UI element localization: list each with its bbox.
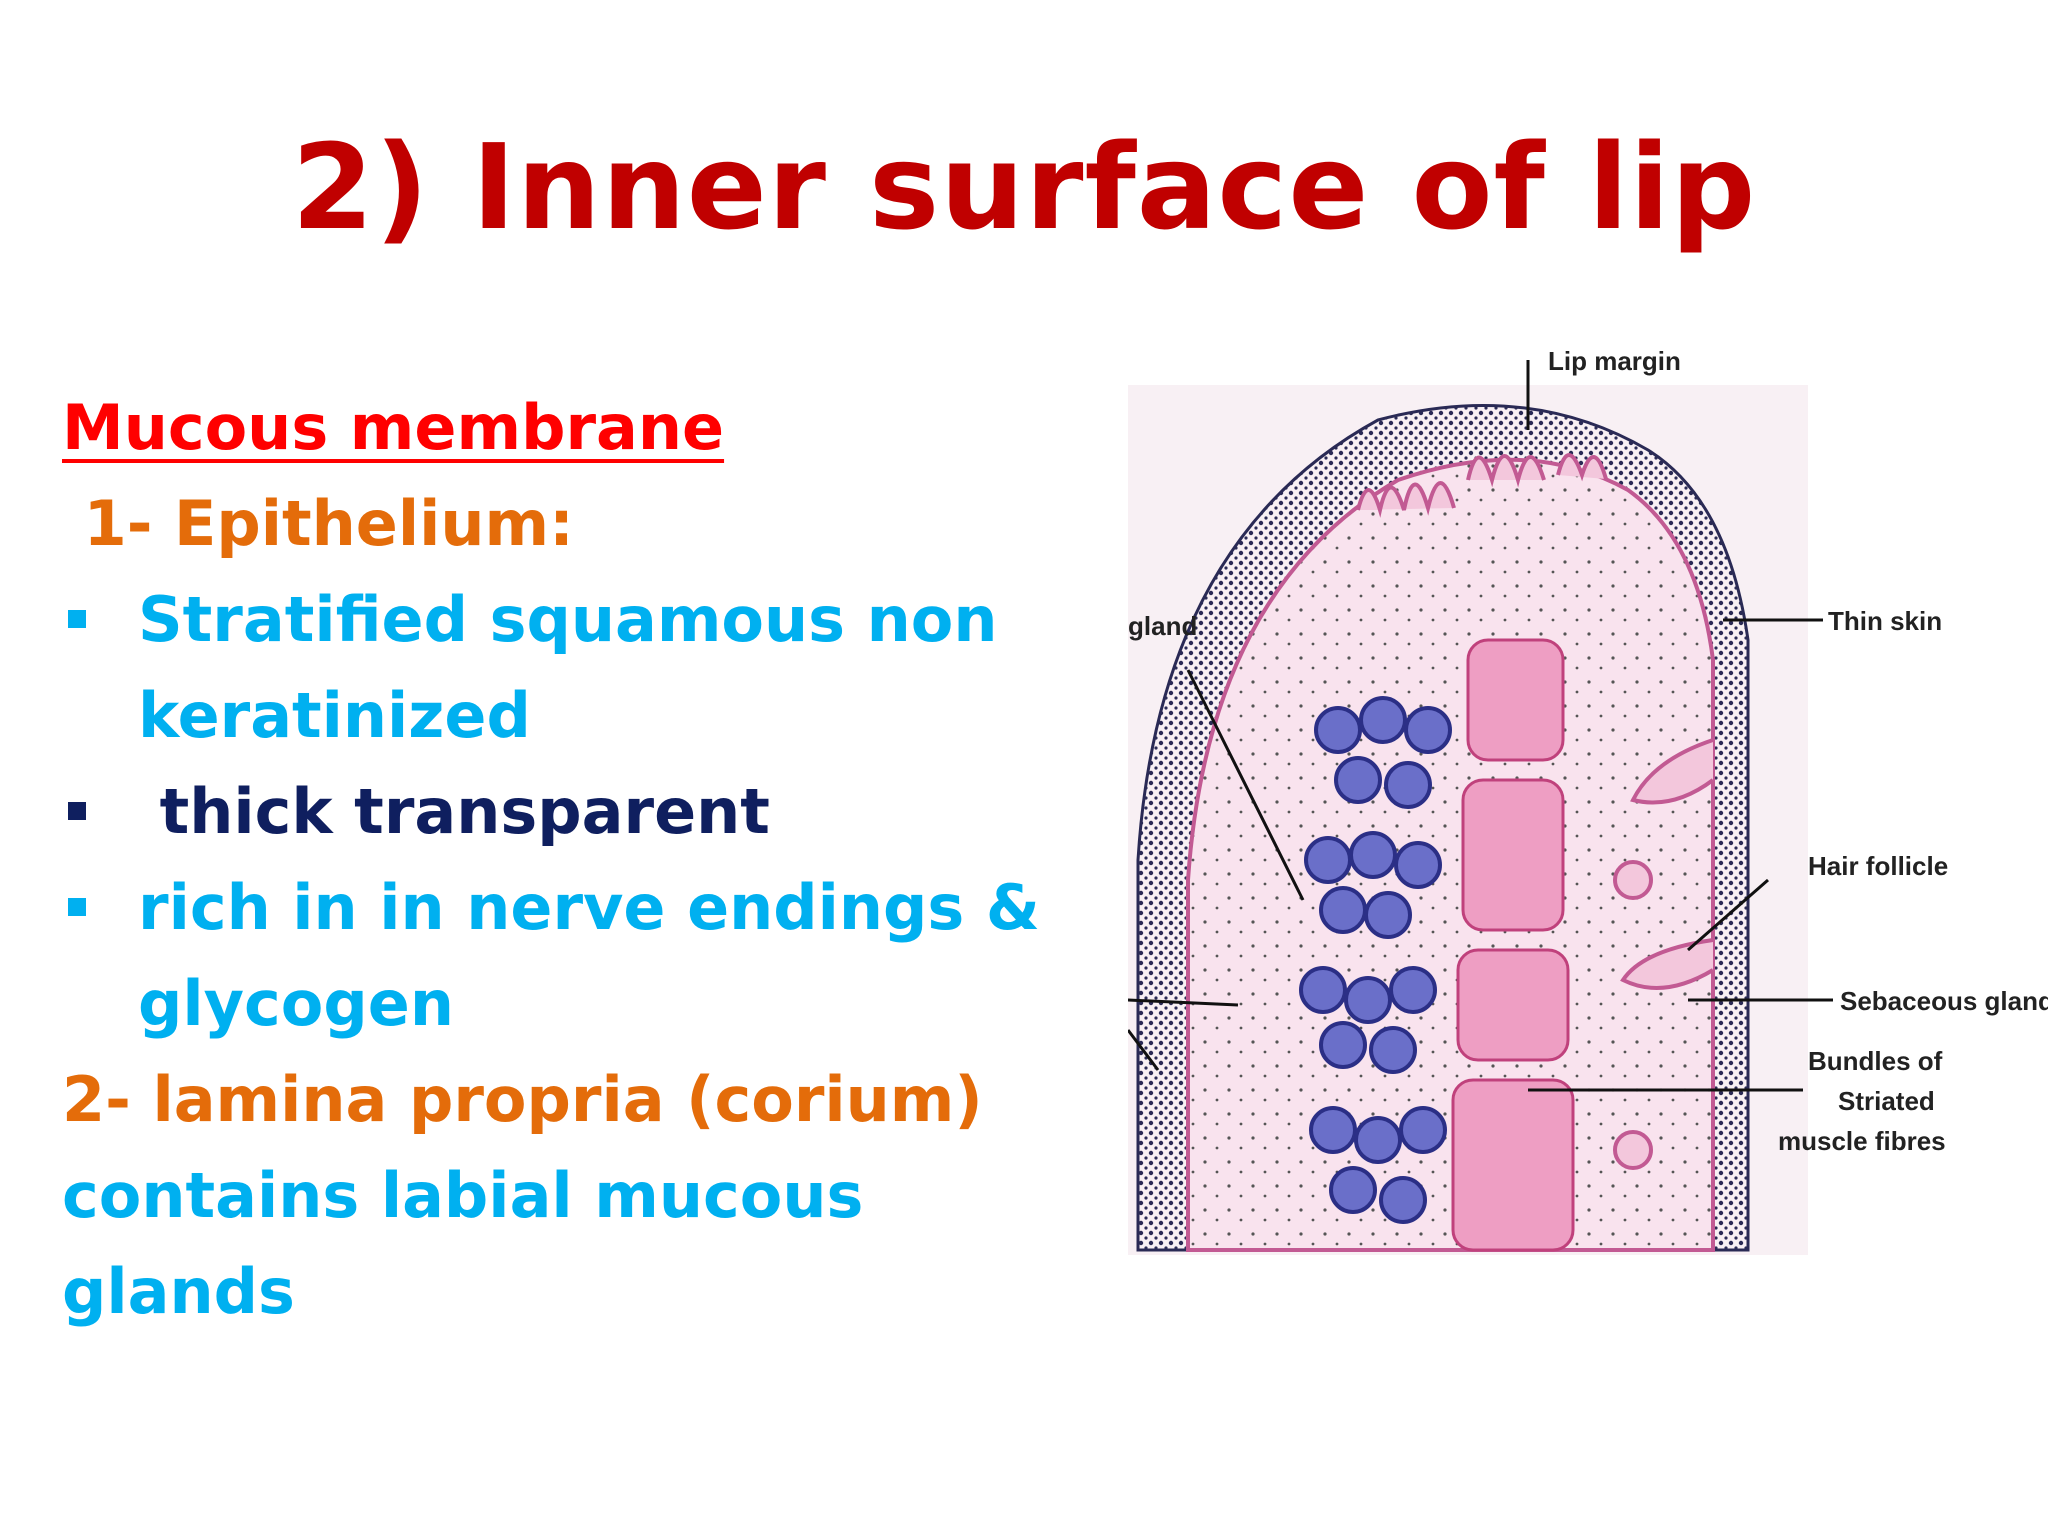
bullet-item-2: thick transparent — [62, 764, 1102, 860]
slide-title: 2) Inner surface of lip — [291, 118, 1757, 256]
label-muscle-line-3: muscle fibres — [1778, 1126, 1946, 1156]
body-line-1: contains labial mucous — [62, 1159, 864, 1232]
bullet-1-line-1: Stratified squamous non — [138, 583, 998, 656]
subheading-lamina-propria: 2- lamina propria (corium) — [62, 1063, 983, 1136]
mucous-glands — [1299, 696, 1452, 1224]
label-leader-lines — [1128, 360, 1833, 1092]
bullet-2-line-1: thick transparent — [138, 775, 770, 848]
bullet-1-line-2: keratinized — [138, 679, 531, 752]
bullet-3-line-1: rich in in nerve endings & — [138, 871, 1040, 944]
bullet-item-3: rich in in nerve endings & glycogen — [62, 860, 1102, 1052]
body-line-2: glands — [62, 1255, 295, 1328]
slide-body: Mucous membrane 1- Epithelium: Stratifie… — [62, 380, 1102, 1340]
label-hair-follicle: Hair follicle — [1808, 851, 1948, 881]
square-bullet-icon — [68, 802, 86, 820]
label-gland: gland — [1128, 611, 1197, 641]
lip-histology-diagram: Lip margin Thin skin gland Hair follicle… — [1128, 346, 2048, 1255]
label-muscle-line-1: Bundles of — [1808, 1046, 1943, 1076]
square-bullet-icon — [68, 898, 86, 916]
subheading-epithelium: 1- Epithelium: — [62, 487, 574, 560]
lamina-propria-area — [1186, 457, 1715, 1252]
muscle-bundles — [1451, 638, 1575, 1252]
label-sebaceous-gland: Sebaceous gland — [1840, 986, 2048, 1016]
label-muscle-line-2: Striated — [1838, 1086, 1935, 1116]
papillae — [1356, 453, 1608, 518]
bullet-item-1: Stratified squamous non keratinized — [62, 572, 1102, 764]
section-heading: Mucous membrane — [62, 391, 725, 464]
label-thin-skin: Thin skin — [1828, 606, 1942, 636]
square-bullet-icon — [68, 610, 86, 628]
hair-follicles — [1613, 738, 1715, 1170]
bullet-3-line-2: glycogen — [138, 967, 454, 1040]
label-lip-margin: Lip margin — [1548, 346, 1681, 376]
